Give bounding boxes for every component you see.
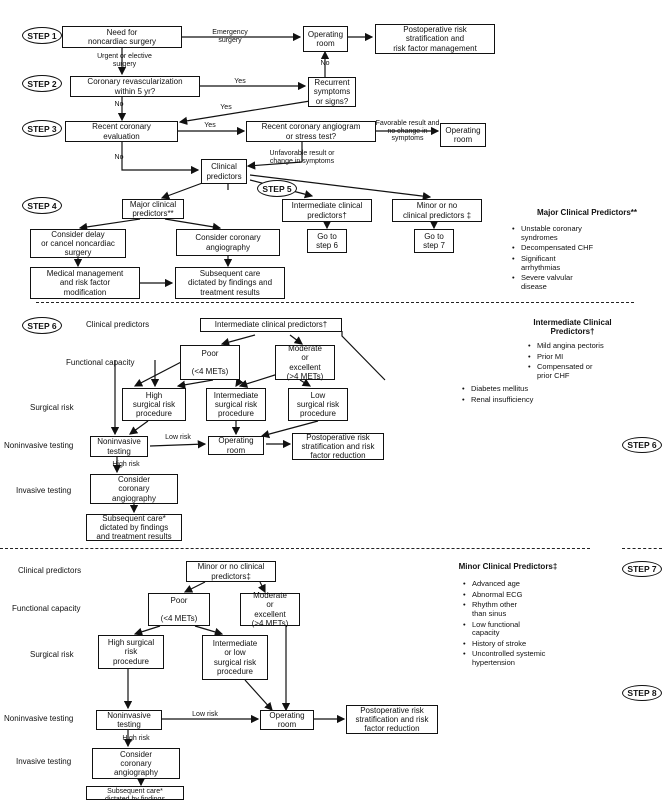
s6-row-functional-capacity: Functional capacity bbox=[66, 358, 135, 367]
minor-predictor-item: Abnormal ECG bbox=[463, 590, 573, 600]
step-8-marker: STEP 8 bbox=[622, 685, 662, 701]
s6-row-noninvasive-testing: Noninvasive testing bbox=[4, 441, 74, 450]
recent-angiogram-box: Recent coronary angiogram or stress test… bbox=[246, 121, 376, 142]
yes-label-step3: Yes bbox=[204, 122, 216, 129]
s6-noninvasive-testing-box: Noninvasive testing bbox=[90, 436, 148, 457]
no-label-step1: No bbox=[320, 60, 330, 67]
s6-row-invasive-testing: Invasive testing bbox=[16, 486, 72, 495]
intermediate-predictor-item: Mild angina pectoris bbox=[528, 341, 638, 351]
s7-noninvasive-testing-box: Noninvasive testing bbox=[96, 710, 162, 730]
go-to-step6-box: Go to step 6 bbox=[307, 229, 347, 253]
no-label-step3: No bbox=[114, 154, 124, 161]
emergency-surgery-label: Emergency surgery bbox=[212, 29, 248, 44]
section-divider-upper bbox=[36, 302, 634, 303]
yes-label-step2: Yes bbox=[234, 78, 246, 85]
major-predictor-item: Unstable coronary syndromes bbox=[512, 224, 622, 242]
urgent-elective-label: Urgent or elective surgery bbox=[97, 53, 152, 68]
s6-consider-angiography-box: Consider coronary angiography bbox=[90, 474, 178, 504]
s7-row-functional-capacity: Functional capacity bbox=[12, 604, 81, 613]
minor-predictor-item: History of stroke bbox=[463, 639, 573, 649]
major-predictor-item: Significant arrhythmias bbox=[512, 254, 622, 272]
intermediate-predictor-item: Diabetes mellitus bbox=[462, 384, 572, 394]
s7-poor-capacity-box: Poor (<4 METs) bbox=[148, 593, 210, 626]
step-6-label: STEP 6 bbox=[22, 317, 62, 334]
step-4-label: STEP 4 bbox=[22, 197, 62, 214]
s6-row-surgical-risk: Surgical risk bbox=[30, 403, 74, 412]
s7-postop-reduction-box: Postoperative risk stratification and ri… bbox=[346, 705, 438, 734]
intermediate-predictor-item: Renal insufficiency bbox=[462, 395, 572, 405]
intermediate-predictors-list-continued: Diabetes mellitus Renal insufficiency bbox=[462, 384, 572, 406]
step-3-label: STEP 3 bbox=[22, 120, 62, 137]
consider-delay-box: Consider delay or cancel noncardiac surg… bbox=[30, 229, 126, 258]
postop-management-box: Postoperative risk stratification and ri… bbox=[375, 24, 495, 54]
s6-high-risk-procedure-box: High surgical risk procedure bbox=[122, 388, 186, 421]
subsequent-care-step4-box: Subsequent care dictated by findings and… bbox=[175, 267, 285, 299]
s7-consider-angiography-box: Consider coronary angiography bbox=[92, 748, 180, 779]
favorable-result-label: Favorable result and no change in sympto… bbox=[375, 120, 440, 143]
section-divider-lower-right bbox=[622, 548, 662, 549]
step-5-label: STEP 5 bbox=[257, 180, 297, 197]
major-predictors-panel-title: Major Clinical Predictors** bbox=[536, 208, 638, 217]
step-1-label: STEP 1 bbox=[22, 27, 62, 44]
major-predictor-item: Decompensated CHF bbox=[512, 244, 622, 253]
s7-minor-predictors-box: Minor or no clinical predictors‡ bbox=[186, 561, 276, 582]
step-6-marker: STEP 6 bbox=[622, 437, 662, 453]
medical-management-box: Medical management and risk factor modif… bbox=[30, 267, 140, 299]
minor-predictors-box: Minor or no clinical predictors ‡ bbox=[392, 199, 482, 222]
minor-predictors-panel-title: Minor Clinical Predictors‡ bbox=[458, 562, 558, 571]
s7-intermediate-low-risk-box: Intermediate or low surgical risk proced… bbox=[202, 635, 268, 680]
s7-row-invasive-testing: Invasive testing bbox=[16, 757, 72, 766]
s6-poor-capacity-box: Poor (<4 METs) bbox=[180, 345, 240, 380]
s7-high-risk-procedure-box: High surgical risk procedure bbox=[98, 635, 164, 669]
minor-predictors-list: Advanced age Abnormal ECG Rhythm other t… bbox=[463, 579, 573, 670]
intermediate-predictors-panel-title: Intermediate Clinical Predictors† bbox=[533, 318, 612, 336]
intermediate-predictor-item: Prior MI bbox=[528, 352, 638, 362]
yes-label-step2-return: Yes bbox=[220, 104, 232, 111]
s6-moderate-capacity-box: Moderate or excellent (>4 METs) bbox=[275, 344, 335, 381]
major-predictor-item: Severe valvular disease bbox=[512, 273, 622, 291]
intermediate-predictors-list: Mild angina pectoris Prior MI Compensate… bbox=[528, 341, 638, 383]
s7-moderate-capacity-box: Moderate or excellent (>4 METs) bbox=[240, 591, 300, 628]
minor-predictor-item: Rhythm other than sinus bbox=[463, 600, 573, 618]
operating-room-step3-box: Operating room bbox=[440, 123, 486, 147]
s6-low-risk-label: Low risk bbox=[165, 434, 191, 441]
section-divider-lower bbox=[0, 548, 590, 549]
step-7-marker: STEP 7 bbox=[622, 561, 662, 577]
s7-row-noninvasive-testing: Noninvasive testing bbox=[4, 714, 74, 723]
no-label-step2: No bbox=[114, 101, 124, 108]
s6-subsequent-care-box: Subsequent care* dictated by findings an… bbox=[86, 514, 182, 541]
s6-operating-room-box: Operating room bbox=[208, 436, 264, 455]
major-predictors-list: Unstable coronary syndromes Decompensate… bbox=[512, 224, 622, 293]
s6-intermediate-risk-procedure-box: Intermediate surgical risk procedure bbox=[206, 388, 266, 421]
s7-row-surgical-risk: Surgical risk bbox=[30, 650, 74, 659]
intermediate-predictor-item: Compensated or prior CHF bbox=[528, 362, 638, 380]
s7-subsequent-care-box: Subsequent care* dictated by findings an… bbox=[86, 786, 184, 800]
step-2-label: STEP 2 bbox=[22, 75, 62, 92]
revascularization-box: Coronary revascularization within 5 yr? bbox=[70, 76, 200, 97]
minor-predictor-item: Advanced age bbox=[463, 579, 573, 589]
minor-predictor-item: Low functional capacity bbox=[463, 620, 573, 638]
consider-angiography-step4-box: Consider coronary angiography bbox=[176, 229, 280, 256]
s7-high-risk-label: High risk bbox=[122, 735, 150, 742]
s7-operating-room-box: Operating room bbox=[260, 710, 314, 730]
s6-intermediate-predictors-box: Intermediate clinical predictors† bbox=[200, 318, 342, 332]
s7-row-clinical-predictors: Clinical predictors bbox=[18, 566, 82, 575]
minor-predictor-item: Uncontrolled systemic hypertension bbox=[463, 649, 573, 667]
s7-low-risk-label: Low risk bbox=[192, 711, 218, 718]
major-predictors-box: Major clinical predictors** bbox=[122, 199, 184, 219]
s6-postop-reduction-box: Postoperative risk stratification and ri… bbox=[292, 433, 384, 460]
s6-row-clinical-predictors: Clinical predictors bbox=[86, 320, 150, 329]
s6-high-risk-label: High risk bbox=[112, 461, 140, 468]
intermediate-predictors-box: Intermediate clinical predictors† bbox=[282, 199, 372, 222]
clinical-predictors-box: Clinical predictors bbox=[201, 159, 247, 184]
s6-low-risk-procedure-box: Low surgical risk procedure bbox=[288, 388, 348, 421]
unfavorable-result-label: Unfavorable result or change in symptoms bbox=[269, 150, 335, 165]
recent-evaluation-box: Recent coronary evaluation bbox=[65, 121, 178, 142]
need-surgery-box: Need for noncardiac surgery bbox=[62, 26, 182, 48]
go-to-step7-box: Go to step 7 bbox=[414, 229, 454, 253]
operating-room-box: Operating room bbox=[303, 26, 348, 52]
recurrent-symptoms-box: Recurrent symptoms or signs? bbox=[308, 77, 356, 107]
